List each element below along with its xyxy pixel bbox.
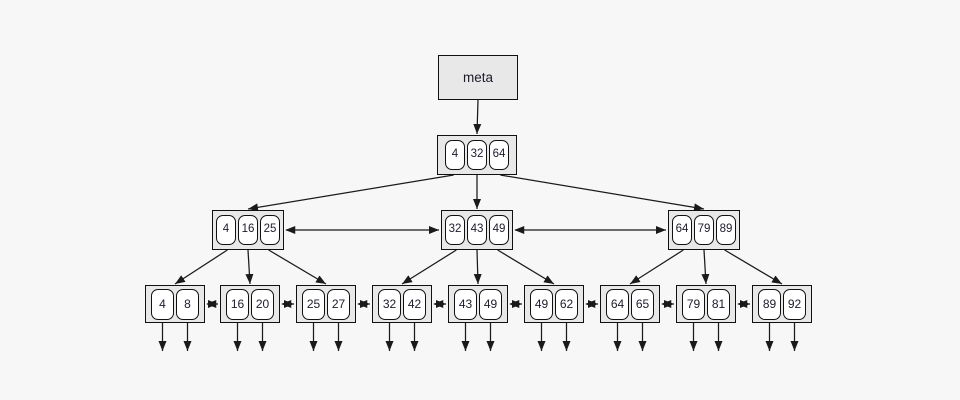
edge-internal-to-leaf [245,249,254,285]
edge-root-to-internal [500,174,705,212]
edge-meta-to-root [473,99,482,135]
root-key-cell[interactable]: 4 [445,140,465,170]
leaf-key-cell[interactable]: 8 [176,288,199,320]
leaf-key-cell[interactable]: 79 [682,288,705,320]
edge-internal-to-leaf [174,249,228,285]
internal-key-cell[interactable]: 16 [238,215,258,245]
leaf-key-cell[interactable]: 4 [151,288,174,320]
edge-internal-to-leaf [401,249,457,285]
leaf-key-cell[interactable]: 89 [758,288,781,320]
internal-key-cell[interactable]: 43 [467,215,487,245]
edge-internal-to-leaf [701,249,710,285]
leaf-key-cell[interactable]: 65 [631,288,654,320]
leaf-key-cell[interactable]: 92 [783,288,806,320]
meta-node[interactable]: meta [438,55,518,100]
internal-key-cell[interactable]: 64 [672,215,692,245]
edge-internal-to-leaf [629,249,684,285]
leaf-key-cell[interactable]: 43 [454,288,477,320]
meta-node-label: meta [462,70,493,85]
leaf-key-cell[interactable]: 64 [606,288,629,320]
leaf-key-cell[interactable]: 62 [555,288,578,320]
root-key-cell[interactable]: 32 [467,140,487,170]
leaf-key-cell[interactable]: 16 [226,288,249,320]
root-key-cell[interactable]: 64 [489,140,509,170]
leaf-key-cell[interactable]: 32 [378,288,401,320]
internal-key-cell[interactable]: 4 [216,215,236,245]
leaf-key-cell[interactable]: 20 [251,288,274,320]
edge-root-to-internal [247,174,454,212]
leaf-key-cell[interactable]: 49 [479,288,502,320]
internal-key-cell[interactable]: 32 [445,215,465,245]
internal-key-cell[interactable]: 79 [694,215,714,245]
leaf-key-cell[interactable]: 27 [327,288,350,320]
leaf-key-cell[interactable]: 25 [302,288,325,320]
edge-internal-to-leaf [497,249,555,285]
leaf-key-cell[interactable]: 42 [403,288,426,320]
internal-key-cell[interactable]: 89 [716,215,736,245]
leaf-key-cell[interactable]: 81 [707,288,730,320]
edge-internal-to-leaf [268,249,327,285]
leaf-key-cell[interactable]: 49 [530,288,553,320]
edge-internal-to-leaf [724,249,783,285]
internal-key-cell[interactable]: 25 [260,215,280,245]
edge-internal-to-leaf [473,249,482,285]
internal-key-cell[interactable]: 49 [489,215,509,245]
